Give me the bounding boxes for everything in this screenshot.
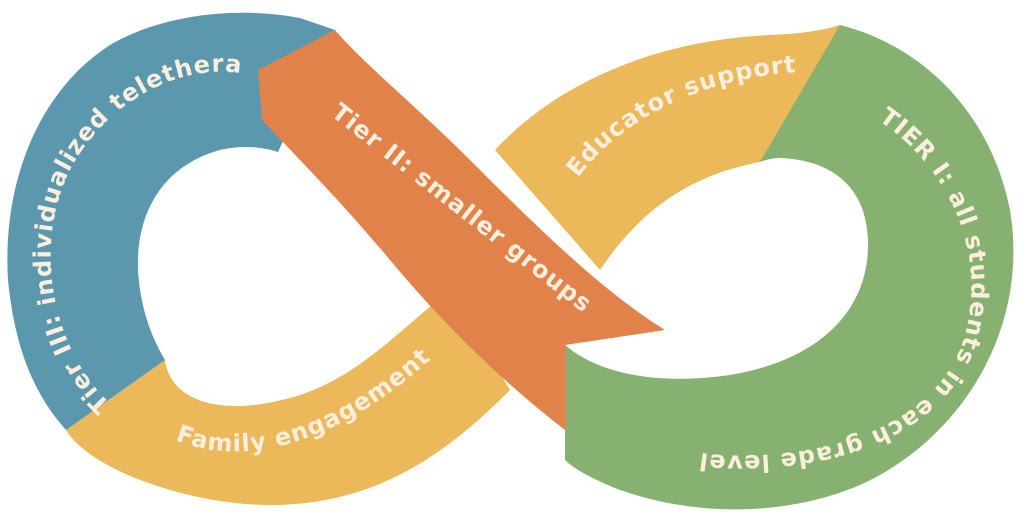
segment-tier-i: [565, 25, 1014, 510]
segment-tier-ii: [258, 30, 665, 430]
segment-educator-support: [495, 25, 855, 270]
segment-tier-iii: [7, 12, 335, 431]
segment-family-engagement: [66, 290, 510, 505]
